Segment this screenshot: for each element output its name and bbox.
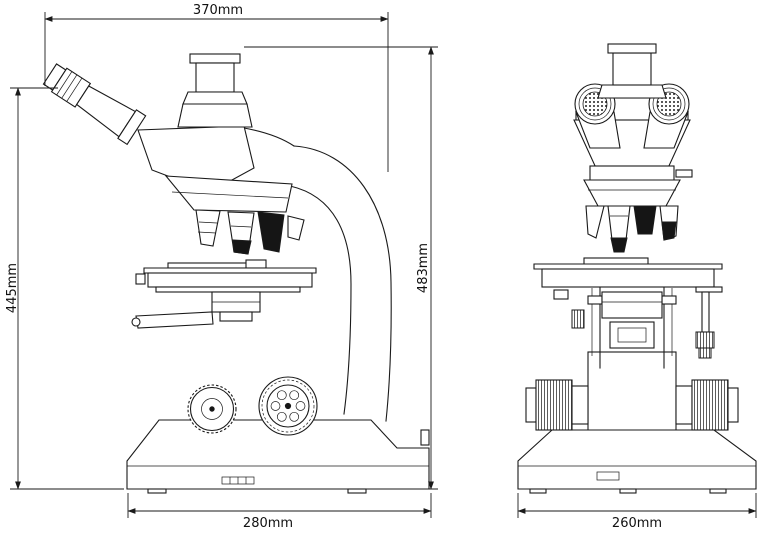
stage-bracket	[695, 286, 723, 293]
diopter-ring	[117, 109, 147, 146]
front-view	[517, 43, 757, 494]
front-nosepiece	[583, 179, 681, 207]
camera-tube-cap	[607, 43, 657, 54]
stage-body	[541, 268, 715, 288]
objective-2-tip	[232, 239, 252, 255]
front-base	[517, 429, 757, 494]
base-foot	[619, 488, 637, 494]
stage-left-knob	[135, 273, 146, 285]
front-objectives	[585, 205, 679, 253]
knob-hub	[675, 385, 693, 425]
head-shoulder	[589, 165, 675, 182]
side-condenser	[131, 291, 261, 329]
dimension-label: 483mm	[416, 243, 431, 293]
dim-side-base-width: 280mm	[127, 493, 432, 531]
objective-4-tip	[661, 221, 677, 241]
condenser-focus-knob	[571, 309, 585, 329]
lever-handle	[131, 317, 141, 327]
condenser-housing	[601, 291, 663, 319]
stage-lower-plate	[155, 286, 301, 293]
objective-4	[287, 215, 305, 241]
stage-clip	[245, 259, 267, 269]
front-trunk	[587, 351, 677, 433]
front-column	[571, 287, 677, 369]
front-focus-knob-left	[525, 379, 589, 431]
dim-left-height: 445mm	[5, 87, 124, 490]
dimension-label: 260mm	[612, 516, 662, 531]
dimension-label: 280mm	[243, 516, 293, 531]
side-focus-knob	[187, 384, 237, 434]
knob-cylinder	[535, 379, 573, 431]
arm-outer-edge	[293, 145, 392, 422]
arm-inner-edge	[289, 185, 352, 415]
front-focus-knob-right	[675, 379, 739, 431]
front-stage	[533, 257, 723, 300]
knob-cylinder	[691, 379, 729, 431]
camera-tube-base	[177, 103, 253, 128]
knob-end-cap	[727, 387, 739, 423]
filter-swing-arm	[135, 311, 214, 329]
dim-front-base-width: 260mm	[517, 493, 757, 531]
knob-hub	[571, 385, 589, 425]
front-camera-tube	[597, 43, 667, 99]
stage-body	[147, 272, 313, 288]
iris-ring	[219, 311, 253, 322]
camera-tube-cap	[189, 53, 241, 64]
objective-3	[633, 205, 657, 235]
front-base-outline	[517, 429, 757, 490]
camera-tube-barrel	[195, 62, 235, 93]
nosepiece-outline	[583, 179, 681, 207]
base-foot	[147, 488, 167, 494]
dimension-label: 370mm	[193, 3, 243, 18]
dim-top-width: 370mm	[44, 3, 389, 172]
head-side-knob	[675, 169, 693, 178]
base-foot	[347, 488, 367, 494]
dim-right-height: 483mm	[244, 46, 438, 490]
condenser-screw-left	[587, 295, 603, 305]
arm-side-tab	[420, 429, 430, 446]
side-objectives	[195, 209, 305, 255]
camera-tube-flange	[182, 91, 248, 105]
side-camera-tube	[177, 53, 253, 128]
stage-top-plate	[143, 267, 317, 274]
objective-2-tip	[610, 237, 628, 253]
side-eyepiece	[42, 63, 147, 146]
objective-3	[257, 211, 285, 253]
side-arm	[243, 127, 430, 446]
slide-holder	[167, 262, 253, 269]
side-stage	[135, 259, 317, 293]
objective-1	[195, 209, 221, 247]
camera-tube-barrel	[612, 52, 652, 86]
base-foot	[529, 488, 547, 494]
side-base	[126, 419, 430, 494]
side-nosepiece	[164, 175, 293, 213]
stage-y-knob	[698, 347, 712, 359]
side-view	[42, 53, 430, 494]
condenser-carrier	[609, 321, 655, 349]
stage-top-plate	[533, 263, 723, 270]
base-foot	[709, 488, 727, 494]
dimension-label: 445mm	[5, 263, 20, 313]
base-switch	[596, 471, 620, 481]
knob-end-cap	[525, 387, 537, 423]
stage-control-rod	[701, 291, 710, 333]
objective-2	[607, 205, 631, 241]
nosepiece-outline	[164, 175, 293, 213]
stage-x-knob	[695, 331, 715, 349]
front-stage-control	[695, 291, 715, 359]
camera-tube-flange	[597, 84, 667, 99]
side-filter-wheel	[258, 376, 318, 436]
stage-left-stop	[553, 289, 569, 300]
objective-1	[585, 205, 605, 239]
condenser-screw-right	[661, 295, 677, 305]
